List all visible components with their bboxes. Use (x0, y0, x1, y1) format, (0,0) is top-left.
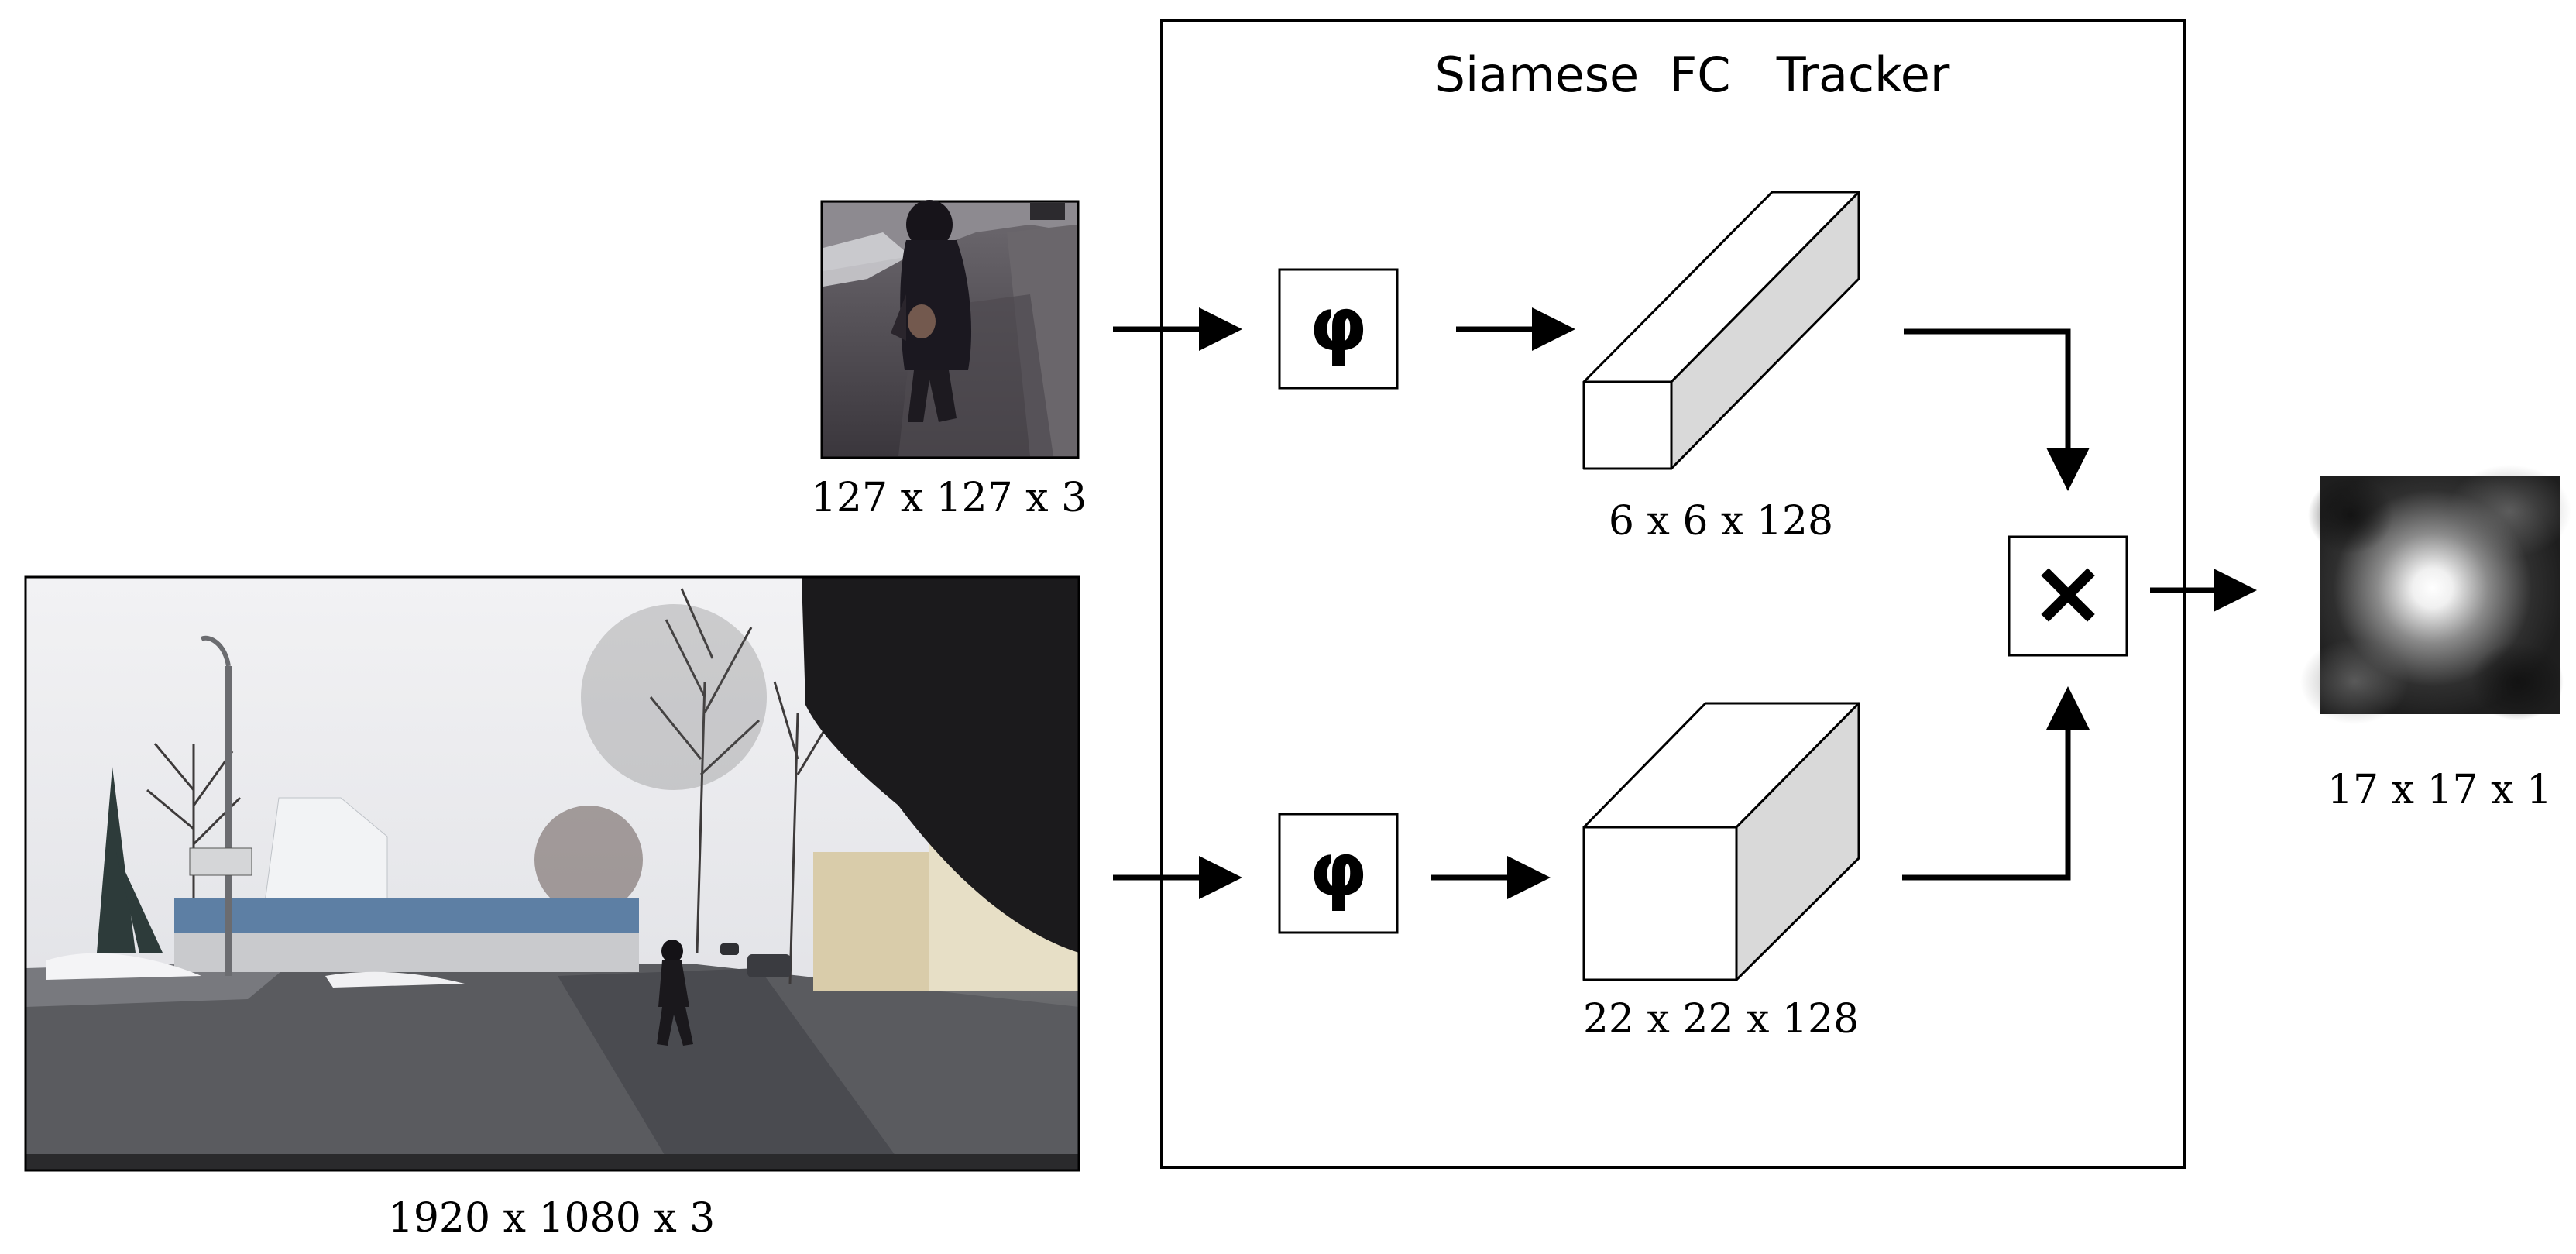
tracker-frame (1160, 19, 2186, 1169)
search-embedding-label: 22 x 22 x 128 (1583, 996, 1859, 1043)
cross-correlation-box (2008, 535, 2128, 657)
phi-box-search (1278, 813, 1399, 934)
template-embedding-cuboid (1582, 191, 1860, 470)
arrow-search-embedding-to-xcorr (1902, 686, 2090, 881)
score-map (2300, 465, 2571, 724)
template-image (820, 200, 1080, 459)
phi-symbol-search: φ (1309, 826, 1367, 913)
search-image-label: 1920 x 1080 x 3 (388, 1195, 716, 1242)
search-image (24, 575, 1080, 1172)
arrow-template-embedding-to-xcorr (1904, 328, 2090, 491)
template-image-label: 127 x 127 x 3 (811, 475, 1087, 521)
score-map-label: 17 x 17 x 1 (2327, 767, 2552, 813)
phi-box-template (1278, 268, 1399, 390)
template-embedding-label: 6 x 6 x 128 (1609, 498, 1833, 545)
tracker-title: Siamese FC Tracker (1435, 46, 1950, 103)
search-embedding-cuboid (1582, 702, 1860, 981)
cross-correlation-symbol: × (2030, 538, 2107, 645)
phi-symbol-template: φ (1309, 281, 1367, 368)
